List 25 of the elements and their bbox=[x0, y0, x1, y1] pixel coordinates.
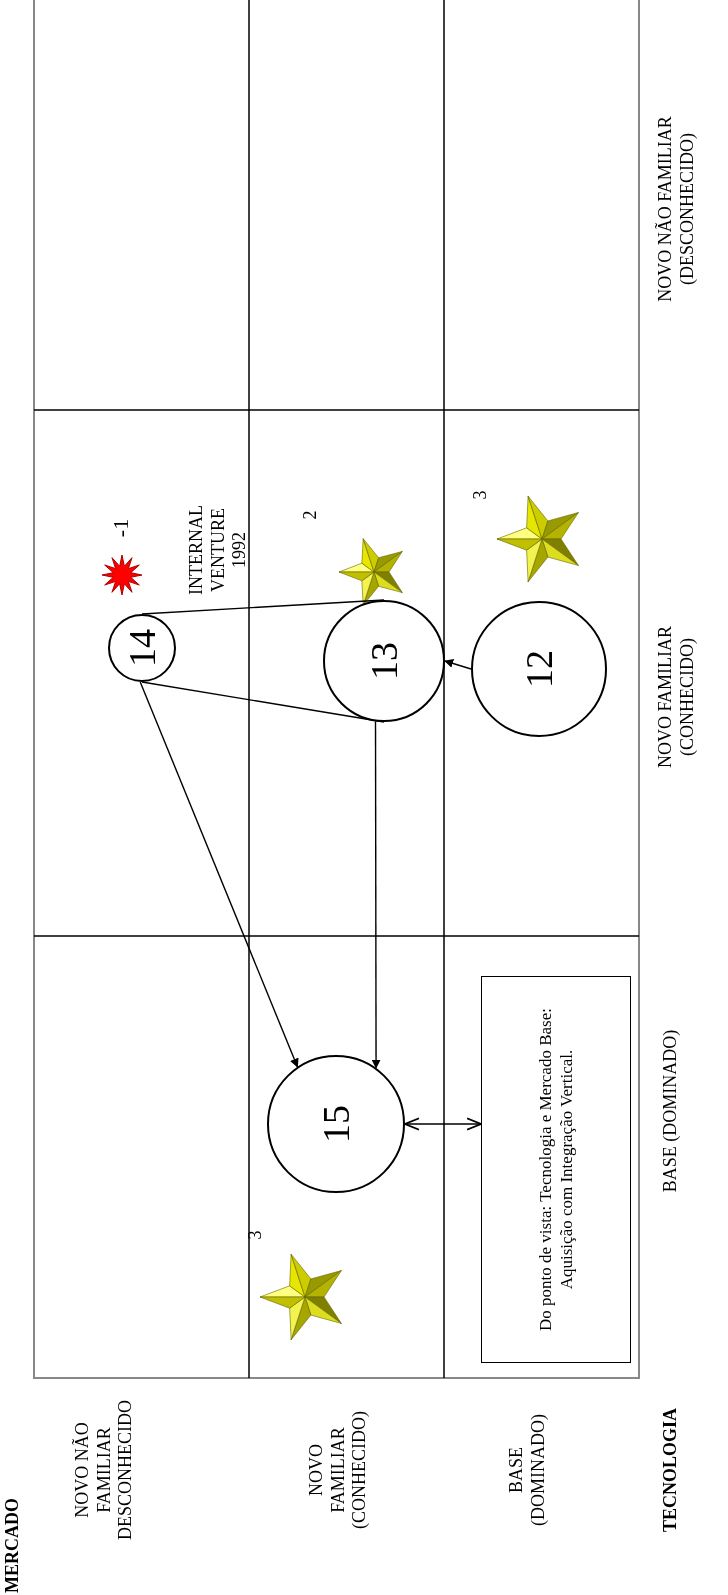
annotation: INTERNAL VENTURE 1992 bbox=[186, 504, 251, 597]
arrow bbox=[371, 720, 381, 1069]
note-box bbox=[481, 976, 631, 1363]
note-text: Do ponto de vista: Tecnologia e Mercado Base: Aquisição com Integração Vertical. bbox=[534, 1007, 577, 1333]
column-label: NOVO NÃO FAMILIAR (DESCONHECIDO) bbox=[655, 115, 698, 304]
axis-title: TECNOLOGIA bbox=[660, 1407, 681, 1534]
column-label: BASE (DOMINADO) bbox=[660, 1028, 681, 1195]
node-number: 15 bbox=[317, 1105, 355, 1143]
axis-title: MERCADO bbox=[2, 1497, 23, 1593]
connector-line bbox=[141, 599, 385, 615]
rating-number: -1 bbox=[108, 517, 134, 540]
row-label: NOVO FAMILIAR (CONHECIDO) bbox=[306, 1410, 371, 1530]
row-label: BASE (DOMINADO) bbox=[506, 1413, 549, 1528]
arrow bbox=[444, 659, 472, 670]
arrow bbox=[404, 1117, 482, 1131]
rating-number: 3 bbox=[245, 1229, 266, 1242]
arrow bbox=[139, 681, 299, 1068]
row-label: NOVO NÃO FAMILIAR DESCONHECIDO bbox=[72, 1399, 137, 1542]
connector-line bbox=[141, 681, 385, 723]
node-number: 13 bbox=[365, 642, 403, 680]
rating-number: 2 bbox=[300, 509, 321, 522]
node-number: 14 bbox=[123, 629, 161, 667]
column-label: NOVO FAMILIAR (CONHECIDO) bbox=[655, 624, 698, 771]
rating-number: 3 bbox=[470, 489, 491, 502]
node-number: 12 bbox=[520, 650, 558, 688]
